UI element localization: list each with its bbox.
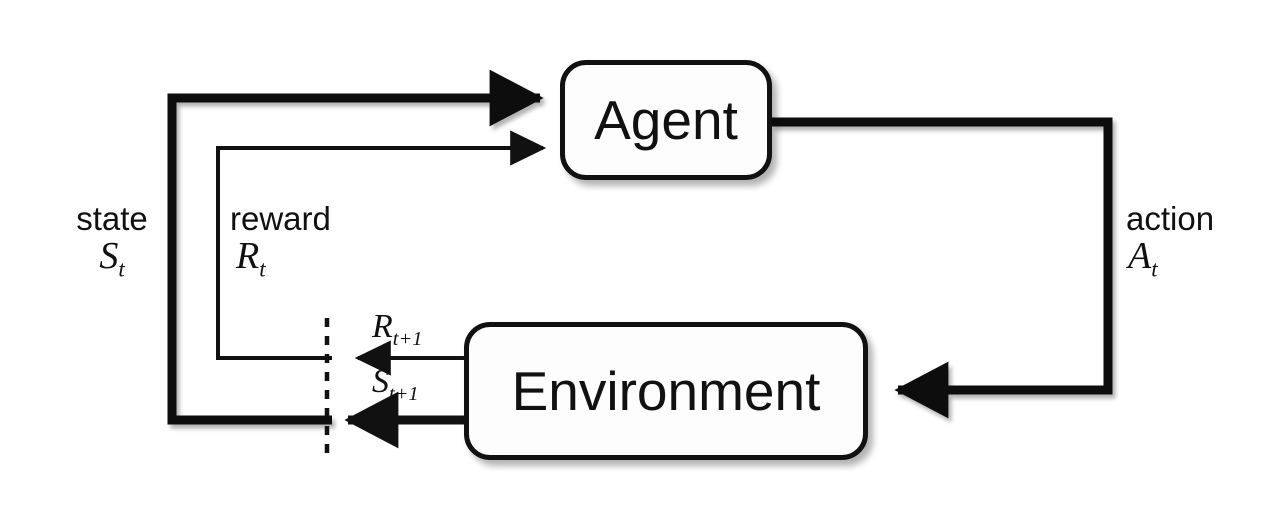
label-reward-symbol: Rt [230,234,370,282]
label-state-next-base: S [372,363,389,400]
label-state-next-sub: t+1 [389,382,419,405]
label-reward-next-base: R [372,308,393,345]
edge-state-to-agent [167,69,544,425]
edge-reward-to-agent [216,130,547,360]
label-action-word: action [1126,200,1215,237]
label-state-word: state [76,200,148,237]
label-reward-symbol-base: R [236,234,260,277]
label-reward-symbol-sub: t [259,256,266,282]
node-agent-label: Agent [594,88,738,151]
label-reward: reward Rt [230,200,370,282]
label-reward-word: reward [230,200,331,237]
label-reward-next: Rt+1 [372,308,422,351]
label-action-symbol-sub: t [1151,256,1158,282]
label-action-symbol: At [1126,234,1266,282]
label-state-symbol-sub: t [118,256,125,282]
node-environment-label: Environment [511,359,821,422]
node-agent[interactable]: Agent [560,60,772,180]
label-state: state St [56,200,168,282]
label-action: action At [1126,200,1266,282]
label-state-symbol: St [56,234,168,282]
edge-action-to-environment [772,117,1113,419]
label-state-next: St+1 [372,363,419,406]
label-reward-next-sub: t+1 [392,327,423,350]
node-environment[interactable]: Environment [464,322,868,460]
label-action-symbol-base: A [1128,234,1152,277]
label-state-symbol-base: S [99,234,119,277]
